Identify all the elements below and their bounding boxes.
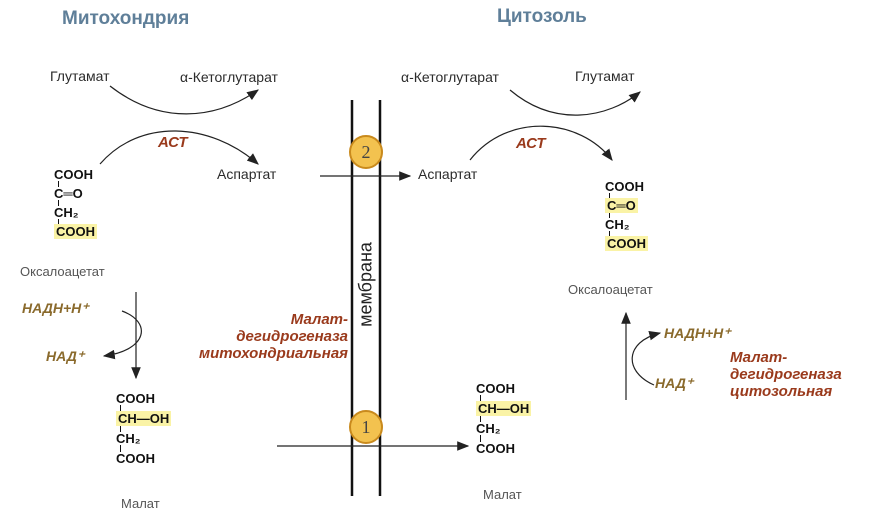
left-enzyme: Малат- дегидрогеназа митохондриальная xyxy=(140,311,348,362)
left-oaa-structure: COOH C═O CH₂ COOH xyxy=(54,167,97,239)
right-glutamate: Глутамат xyxy=(575,68,635,84)
right-nadh: НАДН+Н⁺ xyxy=(664,325,731,341)
right-aspartate: Аспартат xyxy=(418,166,478,182)
left-malate-structure: COOH CH—OH CH₂ COOH xyxy=(116,391,172,466)
left-malate-name: Малат xyxy=(121,496,160,511)
right-curve-asp-oaa xyxy=(469,125,613,161)
right-nad-curve xyxy=(631,330,662,386)
malate-atom: COOH xyxy=(116,451,155,466)
malate-atom: CH₂ xyxy=(476,421,501,436)
mitochondria-header: Митохондрия xyxy=(62,8,190,29)
left-enzyme-line: дегидрогеназа xyxy=(236,328,348,345)
malate-atom: COOH xyxy=(476,381,515,396)
right-enzyme-line: Малат- xyxy=(730,349,788,366)
oaa-atom-highlight: COOH xyxy=(54,224,97,239)
left-ast: АСТ xyxy=(158,134,188,151)
left-curve-oaa-asp xyxy=(99,130,259,165)
right-malate-structure: COOH CH—OH CH₂ COOH xyxy=(476,381,532,456)
right-ast: АСТ xyxy=(516,135,546,152)
right-enzyme-line: цитозольная xyxy=(730,383,833,400)
malate-atom: COOH xyxy=(476,441,515,456)
left-nadh: НАДН+Н⁺ xyxy=(22,300,89,316)
left-oaa-name: Оксалоацетат xyxy=(20,264,105,279)
left-nad: НАД⁺ xyxy=(46,348,85,364)
right-enzyme-line: дегидрогеназа xyxy=(730,366,842,383)
oaa-atom: CH₂ xyxy=(54,205,79,220)
transporter-1-label: 1 xyxy=(361,417,371,437)
malate-atom: COOH xyxy=(116,391,155,406)
right-enzyme: Малат- дегидрогеназа цитозольная xyxy=(730,349,842,400)
oaa-atom: COOH xyxy=(54,167,93,182)
left-curve-glu-akg xyxy=(109,85,259,115)
oaa-atom-highlight: C═O xyxy=(605,198,638,213)
right-akg: α-Кетоглутарат xyxy=(401,69,499,85)
transporter-2-circle xyxy=(349,135,383,169)
left-nadh-curve xyxy=(102,310,142,360)
left-enzyme-line: митохондриальная xyxy=(199,345,348,362)
membrane-label: мембрана xyxy=(355,242,376,327)
left-aspartate: Аспартат xyxy=(217,166,277,182)
right-nad: НАД⁺ xyxy=(655,375,694,391)
oaa-atom: COOH xyxy=(605,179,644,194)
membrane-label-wrap: мембрана xyxy=(352,242,380,327)
malate-atom-highlight: CH—OH xyxy=(476,401,532,416)
oaa-atom: CH₂ xyxy=(605,217,630,232)
transporter-1-circle xyxy=(349,410,383,444)
left-glutamate: Глутамат xyxy=(50,68,110,84)
right-oaa-structure: COOH C═O CH₂ COOH xyxy=(605,179,648,251)
left-enzyme-line: Малат- xyxy=(290,311,348,328)
malate-atom: CH₂ xyxy=(116,431,141,446)
cytosol-header: Цитозоль xyxy=(497,6,587,27)
oaa-atom-highlight: COOH xyxy=(605,236,648,251)
transporter-2-label: 2 xyxy=(361,142,371,162)
right-malate-name: Малат xyxy=(483,487,522,502)
right-curve-akg-glu xyxy=(509,89,641,116)
malate-atom-highlight: CH—OH xyxy=(116,411,172,426)
right-oaa-name: Оксалоацетат xyxy=(568,282,653,297)
oaa-atom: C═O xyxy=(54,186,83,201)
left-akg: α-Кетоглутарат xyxy=(180,69,278,85)
